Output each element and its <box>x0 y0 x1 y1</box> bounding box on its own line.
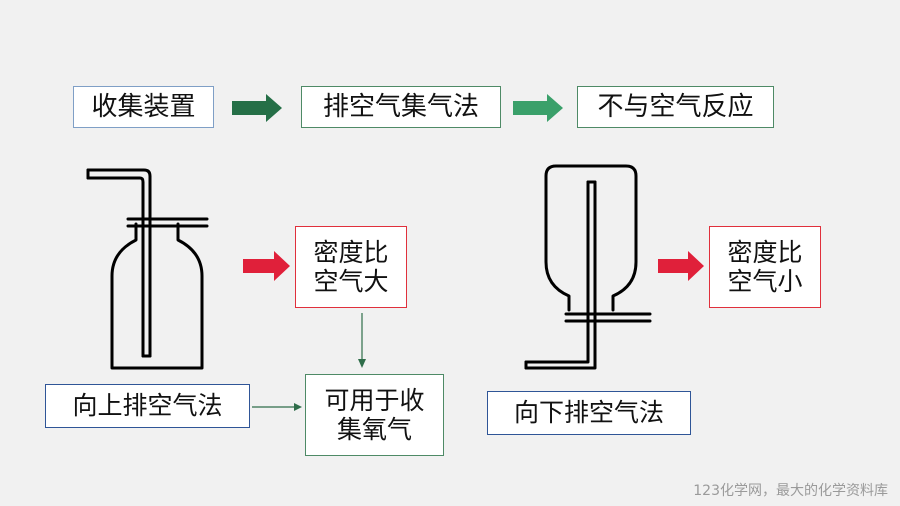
arrow-light-green <box>513 94 563 122</box>
downward-displacement-label: 向下排空气法 <box>513 398 664 428</box>
lighter-than-air-label: 密度比 空气小 <box>727 237 803 297</box>
inverted-collecting-bottle <box>524 164 652 370</box>
air-displacement-label: 排空气集气法 <box>322 91 479 122</box>
denser-than-air-label: 密度比 空气大 <box>313 237 389 297</box>
oxygen-collection-box: 可用于收 集氧气 <box>305 374 444 456</box>
lighter-than-air-box: 密度比 空气小 <box>709 226 821 308</box>
arrow-dark-green <box>232 94 282 122</box>
connector-right <box>252 403 302 411</box>
oxygen-collection-label: 可用于收 集氧气 <box>324 385 425 445</box>
arrow-red-left <box>243 251 290 281</box>
collect-device-box: 收集装置 <box>73 86 214 128</box>
no-reaction-box: 不与空气反应 <box>577 86 774 128</box>
arrow-red-right <box>658 251 704 281</box>
connector-down <box>358 313 366 368</box>
no-reaction-label: 不与空气反应 <box>597 91 754 122</box>
air-displacement-box: 排空气集气法 <box>301 86 501 128</box>
watermark-text: 123化学网，最大的化学资料库 <box>693 483 888 499</box>
upward-displacement-label: 向上排空气法 <box>72 391 223 421</box>
denser-than-air-box: 密度比 空气大 <box>295 226 407 308</box>
downward-displacement-box: 向下排空气法 <box>487 391 691 435</box>
upright-collecting-bottle <box>86 168 209 370</box>
collect-device-label: 收集装置 <box>91 91 196 122</box>
upward-displacement-box: 向上排空气法 <box>45 384 250 428</box>
